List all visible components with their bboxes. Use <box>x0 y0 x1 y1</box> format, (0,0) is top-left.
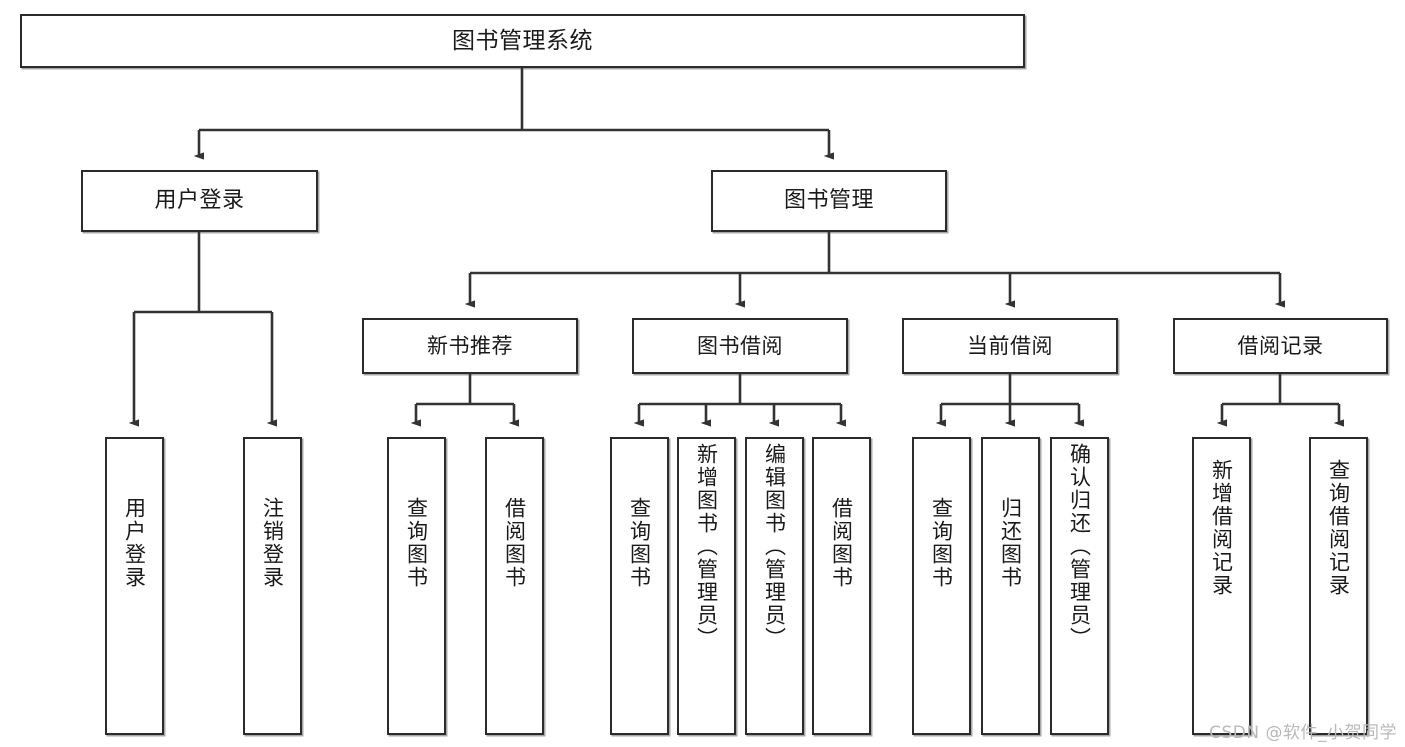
node-new-book-recommend[interactable]: 新书推荐 <box>362 318 578 374</box>
node-label: 归还图书 <box>998 497 1023 589</box>
node-leaf-borrow-book-recommend[interactable]: 借阅图书 <box>485 437 544 735</box>
node-label: 图书管理 <box>783 188 874 214</box>
node-label: 图书借阅 <box>697 333 783 358</box>
node-leaf-confirm-return-admin[interactable]: 确认归还（管理员） <box>1050 437 1109 735</box>
node-label: 确认归还（管理员） <box>1067 443 1092 650</box>
node-label: 查询图书 <box>929 497 954 589</box>
node-leaf-edit-book-admin[interactable]: 编辑图书（管理员） <box>745 437 804 735</box>
node-leaf-query-book-borrow[interactable]: 查询图书 <box>610 437 669 735</box>
node-label: 新增图书（管理员） <box>694 443 719 650</box>
node-leaf-logout[interactable]: 注销登录 <box>243 437 302 735</box>
node-label: 查询借阅记录 <box>1326 459 1351 597</box>
node-label: 用户登录 <box>122 497 147 589</box>
node-label: 编辑图书（管理员） <box>762 443 787 650</box>
node-leaf-query-borrow-record[interactable]: 查询借阅记录 <box>1309 437 1368 735</box>
node-book-management[interactable]: 图书管理 <box>711 170 947 232</box>
node-label: 借阅图书 <box>829 497 854 589</box>
node-label: 新增借阅记录 <box>1209 459 1234 597</box>
node-label: 用户登录 <box>154 188 245 214</box>
node-current-borrow[interactable]: 当前借阅 <box>902 318 1118 374</box>
node-user-login[interactable]: 用户登录 <box>81 170 318 232</box>
node-borrow-record[interactable]: 借阅记录 <box>1173 318 1388 374</box>
node-label: 借阅图书 <box>502 497 527 589</box>
node-label: 查询图书 <box>404 497 429 589</box>
node-label: 注销登录 <box>260 497 285 589</box>
node-leaf-query-book-recommend[interactable]: 查询图书 <box>387 437 446 735</box>
node-leaf-user-login[interactable]: 用户登录 <box>105 437 164 735</box>
node-label: 图书管理系统 <box>452 27 593 54</box>
node-leaf-add-book-admin[interactable]: 新增图书（管理员） <box>677 437 736 735</box>
node-leaf-add-borrow-record[interactable]: 新增借阅记录 <box>1192 437 1251 735</box>
node-label: 当前借阅 <box>967 333 1053 358</box>
node-label: 查询图书 <box>627 497 652 589</box>
node-leaf-return-book[interactable]: 归还图书 <box>981 437 1040 735</box>
node-book-borrow[interactable]: 图书借阅 <box>632 318 848 374</box>
node-leaf-borrow-book[interactable]: 借阅图书 <box>812 437 871 735</box>
node-label: 新书推荐 <box>427 333 513 358</box>
node-leaf-query-book-current[interactable]: 查询图书 <box>912 437 971 735</box>
node-label: 借阅记录 <box>1237 333 1324 358</box>
node-root-book-management-system[interactable]: 图书管理系统 <box>20 14 1025 68</box>
